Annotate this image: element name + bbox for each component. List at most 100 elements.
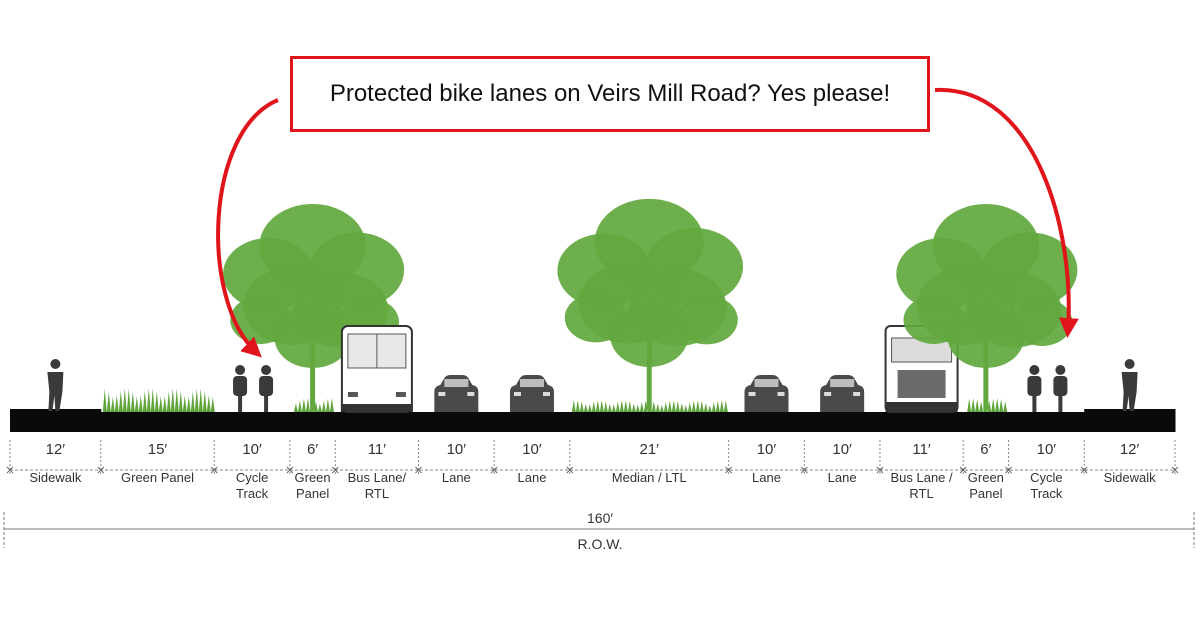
segment-width: 21′ — [639, 441, 659, 458]
tree-canopy — [230, 296, 291, 344]
segment-tick-mark — [415, 466, 422, 474]
ground-car — [804, 412, 881, 432]
cyclist-head — [1029, 365, 1040, 375]
segment-width: 6′ — [980, 441, 992, 458]
segment-name-line: Lane — [441, 470, 471, 485]
segment-label: 10′ Lane — [494, 440, 570, 486]
car — [509, 375, 554, 412]
cyclist — [233, 365, 248, 412]
segment-name-line: Lane — [752, 470, 781, 485]
callout-box: Protected bike lanes on Veirs Mill Road?… — [290, 56, 930, 132]
cyclist-head — [261, 365, 272, 375]
right-callout-arrow — [934, 87, 1079, 338]
segment-name-line: Panel — [295, 486, 330, 501]
segment-name: Sidewalk — [1084, 470, 1175, 486]
segment-name: Lane — [804, 470, 880, 486]
segment-tick-mark — [725, 466, 733, 474]
car-windshield — [830, 379, 855, 387]
ground-green-tree — [289, 412, 336, 432]
cyclist-body — [1027, 376, 1042, 396]
truck-bumper — [885, 402, 958, 412]
truck-grille — [897, 370, 946, 398]
ground-sidewalk — [10, 409, 102, 432]
tree-canopy — [1011, 298, 1073, 346]
tree-canopy — [903, 296, 965, 344]
segment-name-line: Green — [967, 470, 1004, 485]
segment-tick-mark — [1005, 466, 1012, 474]
car — [820, 375, 865, 412]
bus-light — [395, 392, 406, 397]
segment-name-line: Cycle — [235, 470, 269, 485]
segment-label: 21′ Median / LTL — [570, 440, 729, 486]
cyclist — [1053, 365, 1068, 412]
segment-name: Bus Lane /RTL — [880, 470, 963, 502]
cyclist — [259, 365, 274, 412]
segment-name-line: RTL — [364, 486, 390, 501]
segment-width: 10′ — [522, 441, 542, 458]
car — [744, 375, 789, 412]
grass-blades — [293, 398, 334, 412]
pedestrian — [47, 359, 64, 411]
dimension-lines — [3, 440, 1195, 548]
segment-name: Lane — [729, 470, 805, 486]
ground-truck — [879, 412, 964, 432]
segment-name-line: Bus Lane/ — [347, 470, 407, 485]
grass-blades — [967, 398, 1008, 412]
car-headlight — [438, 392, 446, 396]
ground-green — [100, 412, 215, 432]
segment-tick-mark — [1080, 466, 1088, 474]
ground-sidewalk — [1084, 409, 1176, 432]
left-callout-arrow — [216, 98, 279, 358]
segment-name: Green Panel — [101, 470, 214, 486]
ground-car — [494, 412, 571, 432]
green-panel-grass — [102, 388, 215, 412]
cyclist-body — [1053, 376, 1068, 396]
grass-blades — [102, 388, 215, 412]
street-tree — [896, 204, 1078, 410]
bicycle-wheel — [238, 394, 243, 412]
callout-text: Protected bike lanes on Veirs Mill Road?… — [329, 80, 891, 107]
segment-tick-mark — [1171, 466, 1179, 474]
segment-name: Sidewalk — [10, 470, 101, 486]
cyclist-body — [233, 376, 248, 396]
pedestrian — [1121, 359, 1138, 411]
cyclist-body — [259, 376, 274, 396]
cyclist-head — [235, 365, 246, 375]
segment-name-line: Lane — [517, 470, 547, 485]
segment-tick-mark — [876, 466, 884, 474]
ground-cycle — [214, 412, 291, 432]
car-windshield — [754, 379, 779, 387]
segment-name: Lane — [419, 470, 495, 486]
segment-name-line: Panel — [969, 486, 1003, 501]
segment-name-line: Track — [1030, 486, 1063, 501]
green-panel-grass — [967, 398, 1008, 412]
segment-width: 10′ — [242, 441, 262, 458]
ground-green-tree — [963, 412, 1010, 432]
segment-label: 10′Lane — [419, 440, 495, 486]
bus-bumper — [340, 404, 413, 412]
segment-label: 10′Lane — [804, 440, 880, 486]
segment-name-line: Green — [294, 470, 331, 485]
segment-label: 12′ Sidewalk — [10, 440, 101, 486]
tree-canopy — [610, 305, 689, 367]
segment-name-line: RTL — [909, 486, 934, 501]
row-label: R.O.W. — [577, 536, 623, 552]
ground-car — [728, 412, 805, 432]
segment-width: 11′ — [912, 441, 931, 458]
segment-label: 11′ Bus Lane /RTL — [880, 440, 963, 502]
ground-bus — [335, 412, 420, 432]
bus-light — [347, 392, 358, 397]
car-headlight — [467, 392, 475, 396]
car-headlight — [777, 392, 785, 396]
segment-tick-mark — [490, 466, 498, 474]
segment-width: 12′ — [45, 441, 66, 458]
segment-width: 12′ — [1119, 441, 1140, 458]
tree-canopy — [947, 308, 1024, 368]
car-headlight — [513, 392, 521, 396]
segment-width: 15′ — [147, 441, 168, 458]
segment-name: Median / LTL — [570, 470, 729, 486]
car-headlight — [542, 392, 550, 396]
segment-name-line: Bus Lane / — [890, 470, 953, 485]
